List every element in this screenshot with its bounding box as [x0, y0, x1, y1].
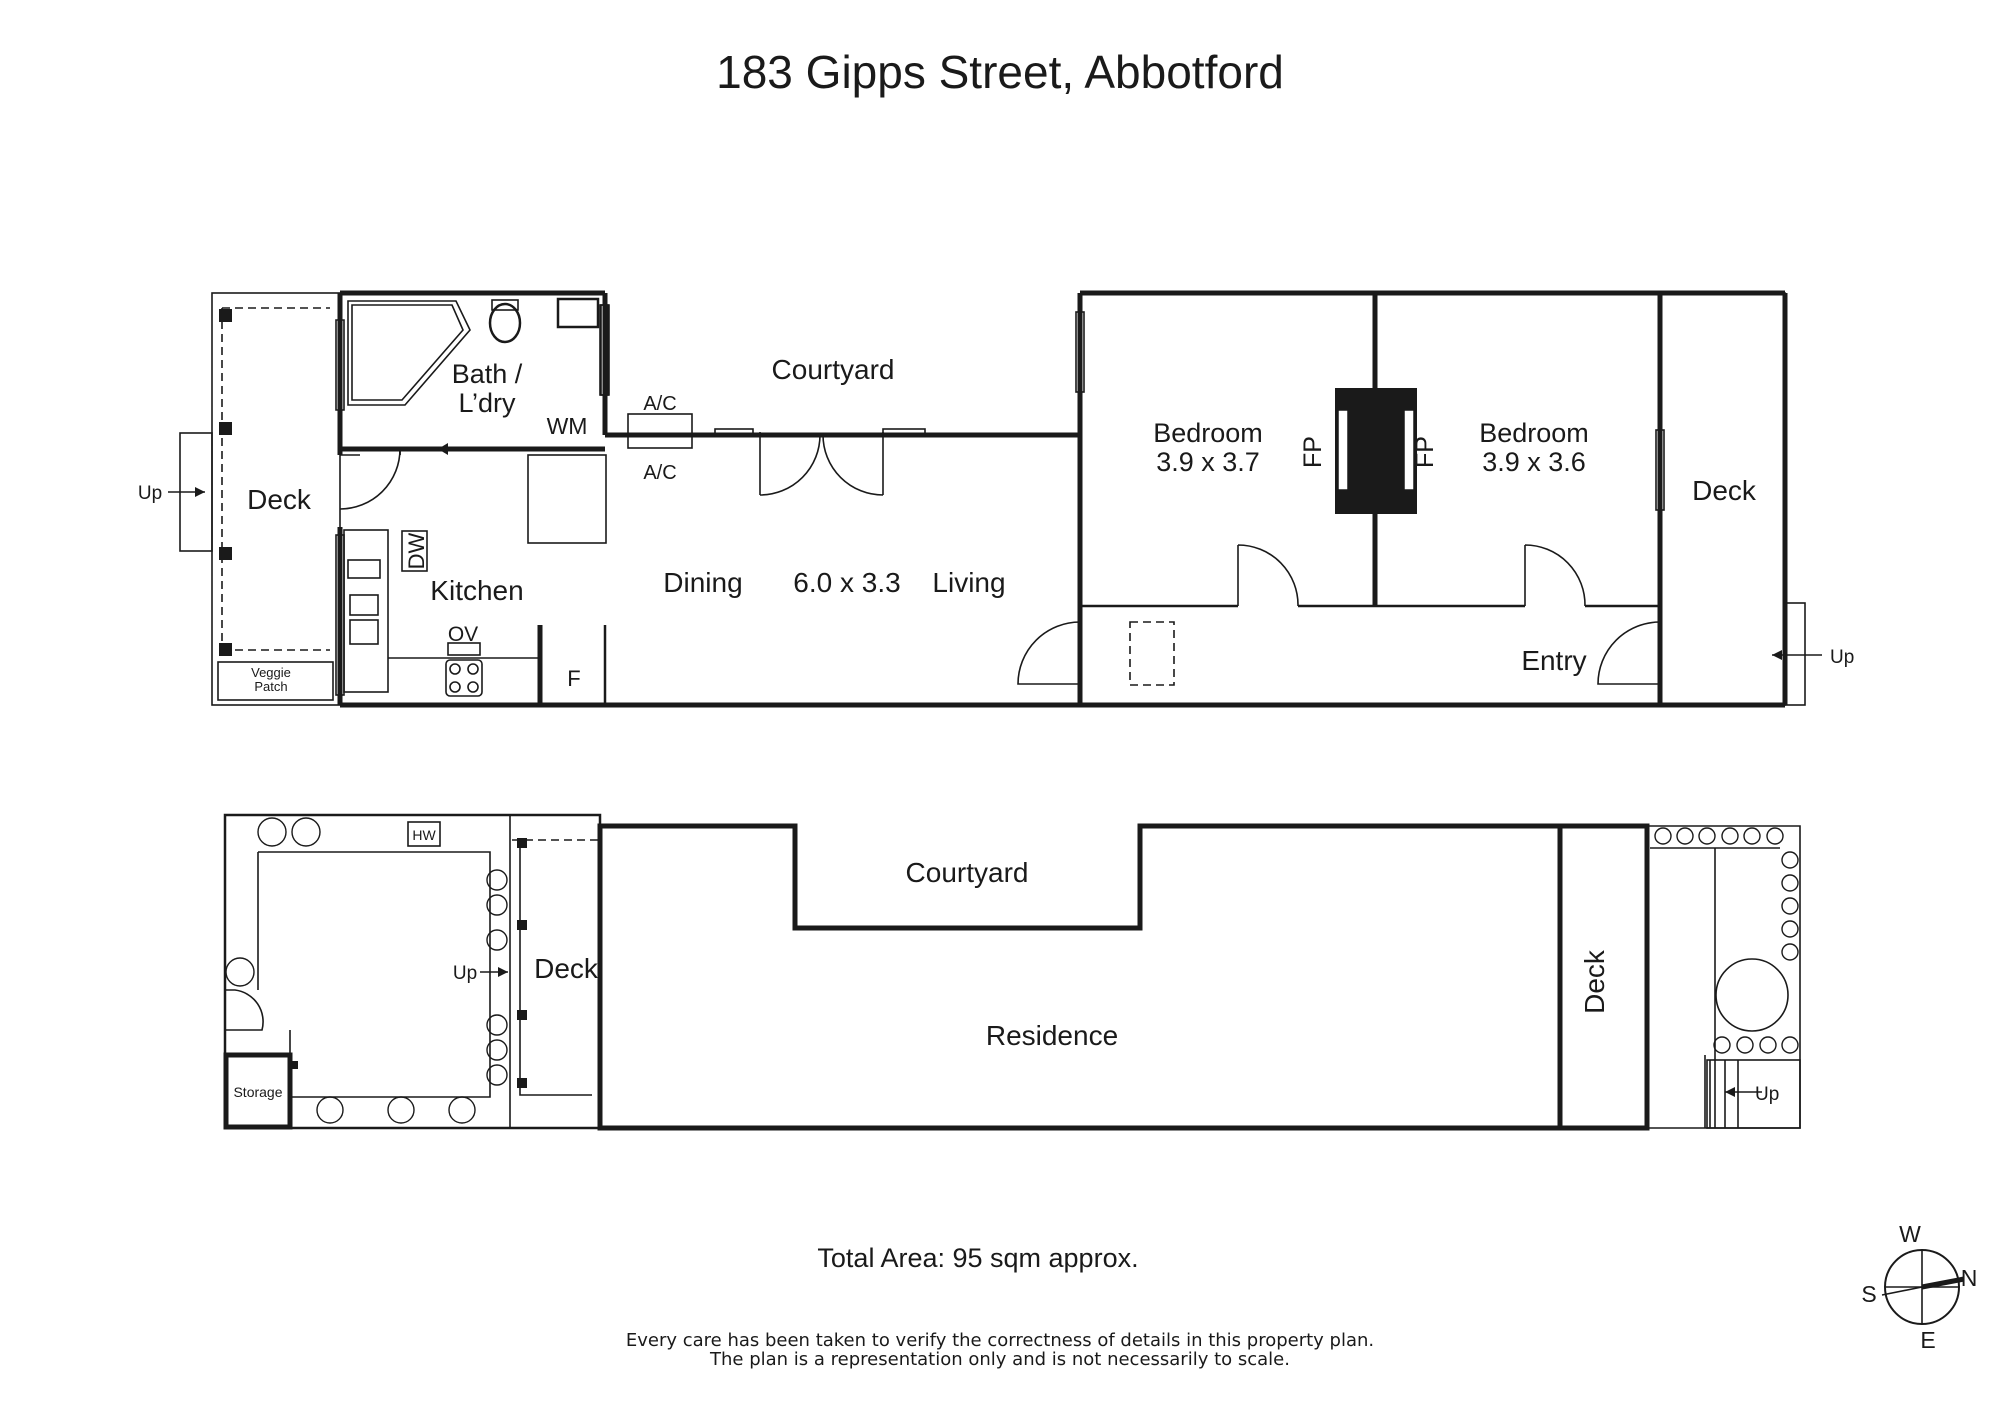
bath-laundry-label-line1: Bath /	[452, 359, 523, 389]
disclaimer-line2: The plan is a representation only and is…	[710, 1349, 1290, 1370]
rear-deck-label: Deck	[247, 484, 312, 515]
ac-top-label: A/C	[643, 393, 676, 415]
bedroom2-label: Bedroom	[1479, 418, 1589, 448]
site-deck-left-label: Deck	[534, 953, 599, 984]
compass-w: W	[1899, 1221, 1921, 1247]
kitchen-label: Kitchen	[430, 575, 523, 606]
compass-n: N	[1961, 1265, 1978, 1291]
storage-label: Storage	[233, 1084, 282, 1100]
veggie-patch-label-line2: Patch	[254, 679, 287, 694]
fp-left-label: FP	[1299, 436, 1327, 468]
ground-floor-plan: Bath / L’dry WM Courtyard A/C A/C Deck U…	[138, 290, 1854, 708]
hw-label: HW	[412, 827, 436, 843]
site-up-left-label: Up	[453, 963, 477, 984]
front-deck-label: Deck	[1692, 475, 1757, 506]
bath-laundry-label-line2: L’dry	[458, 388, 516, 418]
residence-label: Residence	[986, 1020, 1118, 1051]
bathroom	[335, 297, 610, 510]
wm-label: WM	[547, 413, 588, 439]
rear-garden	[223, 813, 602, 1130]
ov-label: OV	[448, 623, 478, 646]
page-title: 183 Gipps Street, Abbotford	[716, 46, 1284, 98]
kitchen	[335, 454, 607, 705]
bedroom1-label: Bedroom	[1153, 418, 1263, 448]
site-up-right-label: Up	[1755, 1084, 1779, 1105]
bedroom1-size: 3.9 x 3.7	[1156, 447, 1260, 477]
site-courtyard-label: Courtyard	[906, 857, 1029, 888]
ac-bottom-label: A/C	[643, 462, 676, 484]
front-garden	[1647, 825, 1801, 1129]
bedrooms	[1017, 293, 1665, 705]
courtyard-label: Courtyard	[772, 354, 895, 385]
fp-right-label: FP	[1411, 436, 1439, 468]
compass-s: S	[1861, 1281, 1876, 1307]
site-plan: HW Up Deck Storage Courtyard Residence D…	[223, 813, 1801, 1131]
residence-footprint	[597, 823, 1650, 1131]
living-label: Living	[932, 567, 1005, 598]
site-deck-right-label: Deck	[1579, 949, 1610, 1014]
dining-living-size: 6.0 x 3.3	[793, 567, 900, 598]
dining-label: Dining	[663, 567, 742, 598]
front-up-label: Up	[1830, 647, 1854, 668]
f-label: F	[567, 666, 580, 691]
compass-e: E	[1920, 1327, 1935, 1353]
bedroom2-size: 3.9 x 3.6	[1482, 447, 1586, 477]
entry-label: Entry	[1521, 645, 1586, 676]
disclaimer-line1: Every care has been taken to verify the …	[625, 1330, 1375, 1351]
veggie-patch-label-line1: Veggie	[251, 665, 291, 680]
rear-up-label: Up	[138, 483, 162, 504]
compass: W N S E	[1861, 1221, 1977, 1353]
total-area: Total Area: 95 sqm approx.	[817, 1243, 1138, 1273]
dw-label: DW	[404, 532, 429, 569]
